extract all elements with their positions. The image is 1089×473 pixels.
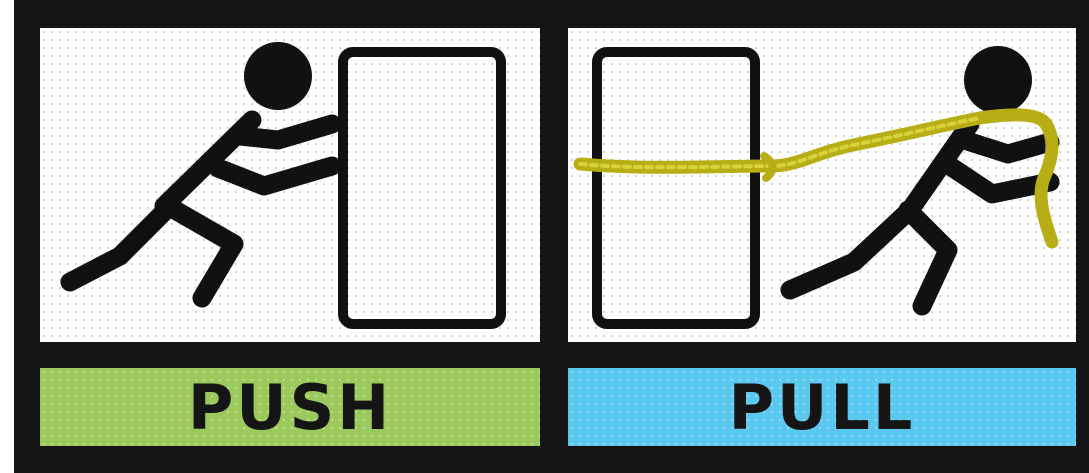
pull-illustration-panel bbox=[568, 28, 1076, 342]
pull-figure-icon bbox=[568, 28, 1076, 342]
door-icon bbox=[597, 52, 755, 324]
push-illustration-panel bbox=[40, 28, 540, 342]
push-label-box: PUSH bbox=[40, 368, 540, 446]
push-label: PUSH bbox=[188, 371, 392, 444]
pull-label: PULL bbox=[729, 371, 916, 444]
pull-label-box: PULL bbox=[568, 368, 1076, 446]
push-figure-icon bbox=[40, 28, 540, 342]
door-icon bbox=[343, 52, 501, 324]
